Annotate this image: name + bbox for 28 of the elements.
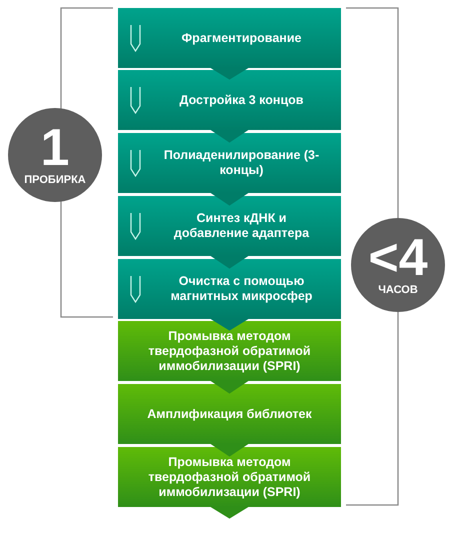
process-box <box>118 70 341 130</box>
chevron-arrow <box>210 380 250 394</box>
process-box <box>118 384 341 444</box>
badge-number: <4 <box>368 234 428 284</box>
process-box <box>118 133 341 193</box>
chevron-arrow <box>210 68 250 80</box>
process-box <box>118 8 341 68</box>
step-text: Синтез кДНК и добавление адаптера <box>172 211 310 241</box>
step-text: Очистка с помощью магнитных микросфер <box>170 274 314 304</box>
process-box <box>118 259 341 319</box>
chevron-arrow <box>210 130 250 143</box>
step-text: Промывка методом твердофазной обратимой иммобилизации (SPRI) <box>147 454 312 500</box>
chevron-arrow <box>210 506 250 519</box>
process-box <box>118 196 341 256</box>
chevron-arrow <box>210 256 250 269</box>
step-text: Фрагментирование <box>182 30 302 46</box>
step-text: Амплификация библиотек <box>147 406 312 422</box>
process-box <box>118 447 341 507</box>
chevron-arrow <box>210 192 250 206</box>
badge-number: 1 <box>40 124 70 174</box>
step-text: Промывка методом твердофазной обратимой иммобилизации (SPRI) <box>147 328 312 374</box>
chevron-arrow <box>210 444 250 457</box>
step-text: Полиаденилирование (3-концы) <box>162 148 320 178</box>
badge-label: ЧАСОВ <box>378 284 418 296</box>
step-text: Достройка 3 концов <box>180 92 304 108</box>
process-box <box>118 321 341 381</box>
badge-label: ПРОБИРКА <box>24 174 86 186</box>
chevron-arrow <box>210 318 250 331</box>
